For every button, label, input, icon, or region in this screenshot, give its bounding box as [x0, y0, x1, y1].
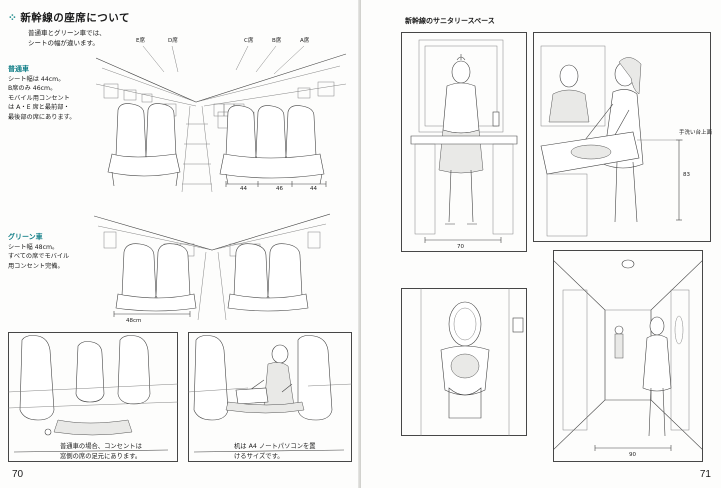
seat-label-e: E席	[136, 38, 145, 44]
washroom-mirror-illustration	[401, 32, 527, 252]
green-seat-dim: 48cm	[126, 318, 142, 324]
intro-text: 普通車とグリーン車では、 シートの幅が違います。	[28, 29, 106, 47]
laptop-table-illustration	[188, 332, 352, 462]
seat-label-a: A席	[300, 38, 310, 44]
ordinary-car-text: シート幅は 44cm。 B席のみ 46cm。 モバイル用コンセント は A・E …	[8, 76, 76, 121]
green-car-text: シート幅 48cm。 すべての席でモバイル 用コンセント完備。	[8, 244, 70, 270]
ordinary-car-heading: 普通車	[8, 65, 29, 73]
washstand-label: 手洗い台上面	[679, 130, 713, 136]
green-car-illustration	[94, 213, 330, 321]
diamond-dots-icon: ⁘	[8, 12, 18, 24]
dim-seat-a: 44	[240, 186, 247, 192]
seat-label-d: D席	[168, 38, 178, 44]
washroom-width-dim: 70	[457, 244, 464, 250]
laptop-caption: 机は A4 ノートパソコンを置 けるサイズです。	[234, 443, 316, 460]
corridor-width-dim: 90	[629, 452, 636, 458]
outlet-panel-illustration	[8, 332, 178, 462]
washstand-height-dim: 83	[683, 172, 690, 178]
page-number-right: 71	[699, 469, 711, 480]
ordinary-car-illustration	[96, 45, 347, 193]
toilet-illustration	[401, 288, 527, 436]
page-number-left: 70	[12, 469, 24, 480]
seat-label-b: B席	[272, 38, 282, 44]
corridor-illustration	[553, 250, 703, 462]
left-page: ⁘新幹線の座席について 普通車とグリーン車では、 シートの幅が違います。 普通車…	[0, 0, 360, 488]
outlet-caption: 普通車の場合、コンセントは 窓側の席の足元にあります。	[60, 443, 142, 460]
sanitary-heading: 新幹線のサニタリースペース	[405, 17, 495, 25]
green-car-heading: グリーン車	[8, 233, 43, 241]
washstand-illustration	[533, 32, 711, 242]
page-title: ⁘新幹線の座席について	[8, 12, 130, 24]
seat-label-c: C席	[244, 38, 254, 44]
dim-seat-b: 46	[276, 186, 283, 192]
dim-seat-c: 44	[310, 186, 317, 192]
right-page: 新幹線のサニタリースペース 70	[361, 0, 721, 488]
book-gutter	[358, 0, 363, 488]
